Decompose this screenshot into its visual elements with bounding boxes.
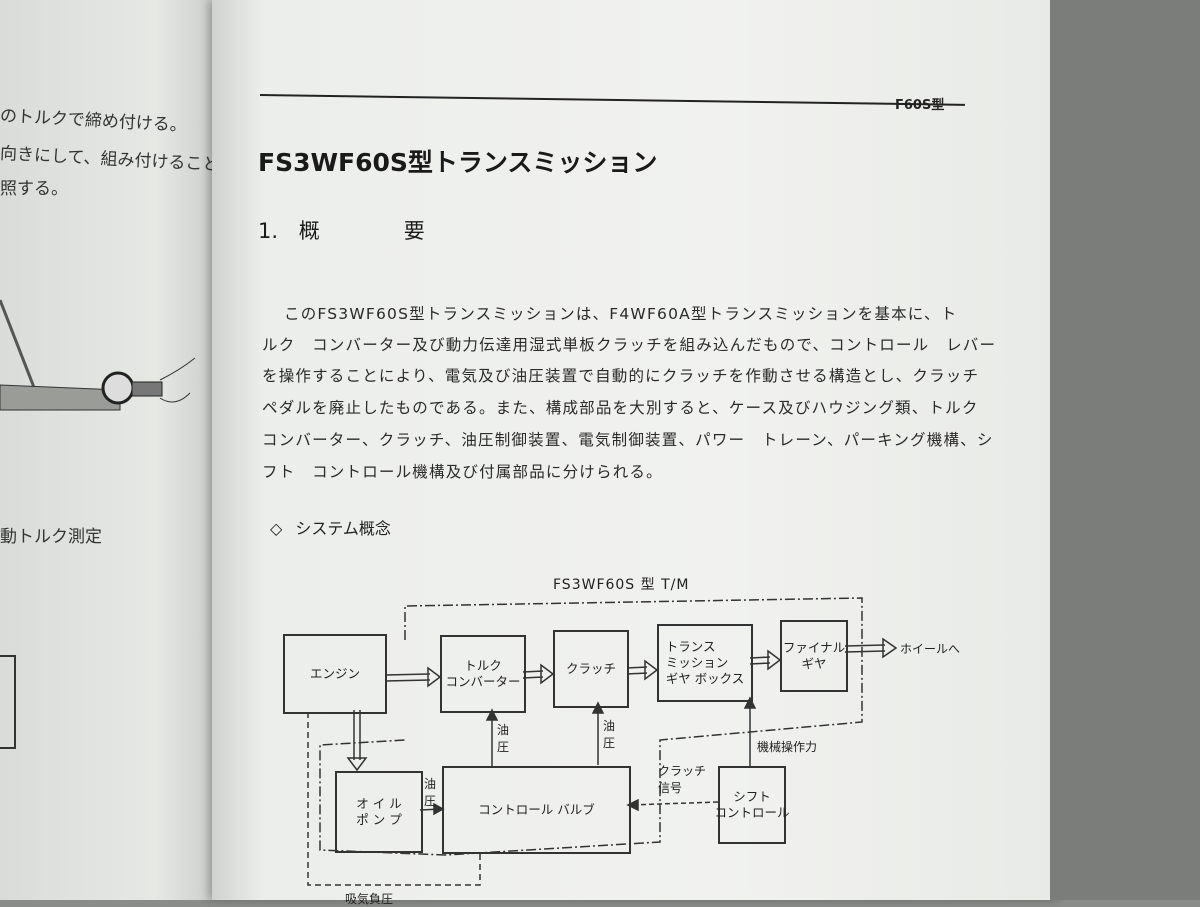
box-torque-converter: トルク コンバーター [440,635,526,713]
section-title: 概 要 [298,219,425,243]
box-shift-control: シフト コントロール [715,766,790,844]
box-final-gear: ファイナル ギヤ [780,620,848,692]
label-mechanical-force: 機械操作力 [757,740,818,754]
left-text-line: 照する。 [0,179,68,199]
left-figure-box [0,655,16,749]
box-transmission-gearbox: トランス ミッション ギヤ ボックス [657,624,753,702]
box-engine: エンジン [283,634,387,714]
subsection-title: システム概念 [295,519,391,538]
page-title: FS3WF60S型トランスミッション [258,148,658,177]
paragraph-line: ペダルを廃止したものである。また、構成部品を大別すると、ケース及びハウジング類、… [262,399,979,417]
paragraph-line: ルク コンバーター及び動力伝達用湿式単板クラッチを組み込んだもので、コントロール… [262,336,997,354]
paragraph-line: フト コントロール機構及び付属部品に分けられる。 [262,463,663,481]
header-model-tag: F60S型 [895,98,945,113]
box-control-valve: コントロール バルブ [442,766,631,854]
background [1050,0,1200,900]
paragraph-line: コンバーター、クラッチ、油圧制御装置、電気制御装置、パワー トレーン、パーキング… [262,431,994,449]
box-oil-pump: オ イ ル ポ ン プ [335,771,423,853]
section-heading: 1. 概 要 [258,215,425,245]
section-number: 1. [258,219,279,243]
label-oil-pressure: 油 圧 [424,777,437,808]
left-page: のトルクで締め付ける。 向きにして、組み付けること。 照する。 動トルク測定 [0,0,237,900]
torque-wrench-illustration [0,299,196,411]
box-clutch: クラッチ [553,630,629,708]
label-to-wheel: ホイールへ [900,642,961,656]
subsection-heading: ◇ システム概念 [270,515,391,539]
left-caption: 動トルク測定 [0,527,102,547]
diamond-bullet-icon: ◇ [270,519,283,538]
diagram-title: FS3WF60S 型 T/M [553,577,690,593]
label-clutch-signal: クラッチ 信号 [658,764,707,795]
tm-boundary [319,597,863,856]
paragraph-line: このFS3WF60S型トランスミッションは、F4WF60A型トランスミッションを… [284,305,958,323]
label-intake-vacuum: 吸気負圧 [345,892,394,906]
label-oil-pressure: 油 圧 [497,723,510,754]
paragraph-line: を操作することにより、電気及び油圧装置で自動的にクラッチを作動させる構造とし、ク… [262,367,980,385]
label-oil-pressure: 油 圧 [603,719,616,750]
intake-vacuum-line [307,712,481,886]
